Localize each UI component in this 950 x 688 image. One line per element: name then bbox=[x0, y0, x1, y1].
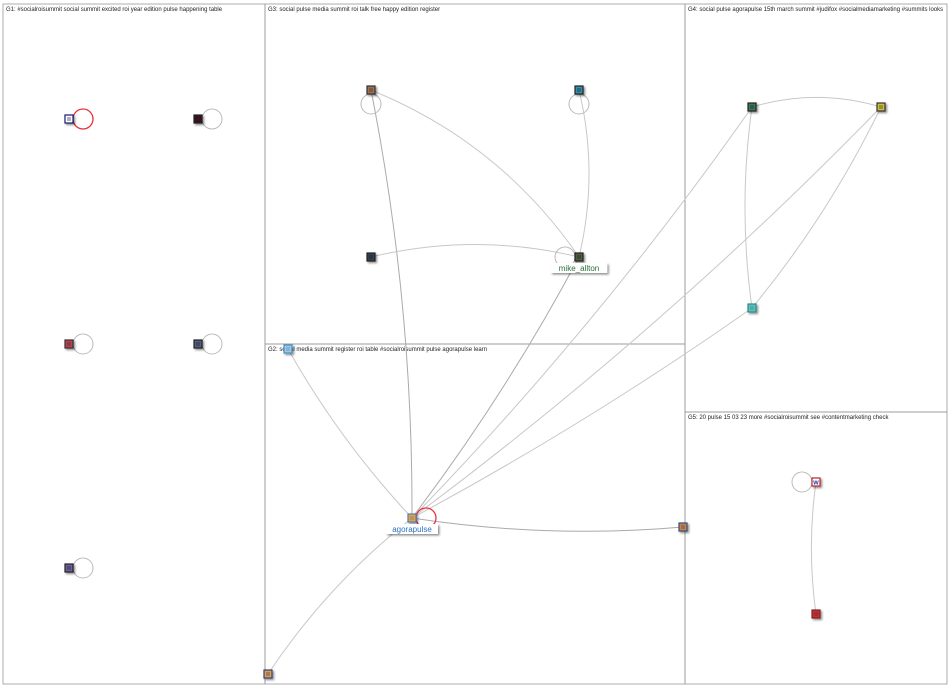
node-avatar-detail-mike bbox=[577, 255, 581, 259]
node-avatar-detail-g1d bbox=[196, 342, 200, 346]
node-avatar-detail-agora bbox=[410, 516, 414, 520]
edges-layer bbox=[267, 89, 882, 675]
node-avatar-detail-g3c bbox=[369, 255, 373, 259]
self-loop-g1b bbox=[201, 108, 223, 130]
node-avatar-detail-g1c bbox=[67, 342, 71, 346]
group-boxes bbox=[2, 3, 948, 685]
group-title-g1: G1: #socialroisummit social summit excit… bbox=[6, 7, 223, 13]
edge-g4c-g4a bbox=[744, 106, 753, 309]
node-g1a[interactable] bbox=[64, 114, 74, 124]
node-avatar-g4a bbox=[747, 102, 757, 112]
edge-agora-g2a bbox=[287, 348, 413, 519]
edge-g2d-agora bbox=[267, 517, 413, 675]
node-avatar-detail-g2c bbox=[681, 525, 685, 529]
node-avatar-g4b bbox=[876, 102, 886, 112]
node-g4c[interactable] bbox=[747, 303, 757, 313]
node-avatar-g3b bbox=[574, 85, 584, 95]
node-avatar-detail-g1a bbox=[67, 117, 71, 121]
node-g1c[interactable] bbox=[64, 339, 74, 349]
self-loops-layer bbox=[72, 93, 813, 579]
node-avatar-agora bbox=[407, 513, 417, 523]
edge-g5a-g5b bbox=[810, 481, 817, 615]
group-box-g4 bbox=[684, 3, 948, 413]
group-box-g1 bbox=[2, 3, 266, 685]
node-g4b[interactable] bbox=[876, 102, 886, 112]
group-title-g3: G3: social pulse media summit roi talk f… bbox=[268, 7, 440, 13]
edge-agora-g3a bbox=[370, 89, 413, 519]
node-avatar-detail-g5b bbox=[814, 612, 818, 616]
edge-agora-g2c bbox=[411, 517, 684, 532]
node-g4a[interactable] bbox=[747, 102, 757, 112]
edge-agora-g4c bbox=[411, 307, 753, 519]
node-avatar-detail-g1e bbox=[67, 566, 71, 570]
node-glyph-g5a: w bbox=[812, 480, 819, 487]
self-loop-g3b bbox=[568, 93, 590, 115]
edge-g3a-mike bbox=[370, 89, 580, 258]
node-g3c[interactable] bbox=[366, 252, 376, 262]
node-g3a[interactable] bbox=[366, 85, 376, 95]
node-avatar-g4c bbox=[747, 303, 757, 313]
node-avatar-detail-g2d bbox=[266, 672, 270, 676]
node-g1e[interactable] bbox=[64, 563, 74, 573]
group-title-g2: G2: social media summit register roi tab… bbox=[268, 347, 487, 353]
edge-g3c-mike bbox=[370, 244, 580, 258]
edge-agora-mike bbox=[411, 256, 580, 519]
self-loop-g1e bbox=[72, 557, 94, 579]
group-title-g4: G4: social pulse agorapulse 15th march s… bbox=[688, 7, 943, 13]
self-loop-g1d bbox=[201, 333, 223, 355]
edge-agora-g4a bbox=[411, 106, 753, 519]
node-avatar-g1b bbox=[193, 114, 203, 124]
edge-g4a-g4b bbox=[751, 96, 882, 108]
node-avatar-detail-g4a bbox=[750, 105, 754, 109]
edge-agora-g4b bbox=[411, 106, 882, 519]
node-g1b[interactable] bbox=[193, 114, 203, 124]
node-label-bg-mike bbox=[550, 263, 608, 273]
group-title-g5: G5: 20 pulse 15 03 23 more #socialroisum… bbox=[688, 415, 889, 421]
group-box-g5 bbox=[684, 411, 948, 685]
node-g2d[interactable] bbox=[263, 669, 273, 679]
node-avatar-mike bbox=[574, 252, 584, 262]
node-avatar-detail-g1b bbox=[196, 117, 200, 121]
node-avatar-g2c bbox=[678, 522, 688, 532]
node-label-agora: agorapulse bbox=[392, 525, 432, 534]
node-g2c[interactable] bbox=[678, 522, 688, 532]
node-g5a[interactable]: w bbox=[811, 477, 821, 487]
node-avatar-g3c bbox=[366, 252, 376, 262]
group-titles: G1: #socialroisummit social summit excit… bbox=[6, 7, 943, 421]
node-avatar-detail-g2a bbox=[286, 347, 290, 351]
node-avatar-g3a bbox=[366, 85, 376, 95]
node-avatar-g1e bbox=[64, 563, 74, 573]
self-loop-g5a bbox=[791, 471, 813, 493]
node-g3b[interactable] bbox=[574, 85, 584, 95]
node-label-mike: mike_allton bbox=[559, 264, 599, 273]
node-g2a[interactable] bbox=[283, 344, 293, 354]
node-avatar-g5b bbox=[811, 609, 821, 619]
node-g5b[interactable] bbox=[811, 609, 821, 619]
node-mike[interactable]: mike_allton bbox=[550, 252, 608, 273]
node-avatar-g2a bbox=[283, 344, 293, 354]
self-loop-g3a bbox=[360, 93, 382, 115]
node-avatar-g1a bbox=[64, 114, 74, 124]
node-avatar-g2d bbox=[263, 669, 273, 679]
node-label-bg-agora bbox=[386, 524, 438, 534]
node-avatar-detail-g4c bbox=[750, 306, 754, 310]
node-avatar-detail-g3a bbox=[369, 88, 373, 92]
node-avatar-detail-g4b bbox=[879, 105, 883, 109]
node-agora[interactable]: agorapulse bbox=[386, 513, 438, 534]
node-g1d[interactable] bbox=[193, 339, 203, 349]
node-avatar-g1c bbox=[64, 339, 74, 349]
edge-g4c-g4b bbox=[751, 106, 882, 309]
self-loop-g1c bbox=[72, 333, 94, 355]
group-box-g3 bbox=[264, 3, 686, 345]
self-loop-g1a bbox=[72, 108, 94, 130]
node-avatar-g1d bbox=[193, 339, 203, 349]
node-avatar-detail-g3b bbox=[577, 88, 581, 92]
edge-mike-g3b bbox=[578, 89, 590, 258]
node-avatar-g5a bbox=[811, 477, 821, 487]
nodes-layer: mike_allton agorapulse w bbox=[64, 85, 886, 679]
